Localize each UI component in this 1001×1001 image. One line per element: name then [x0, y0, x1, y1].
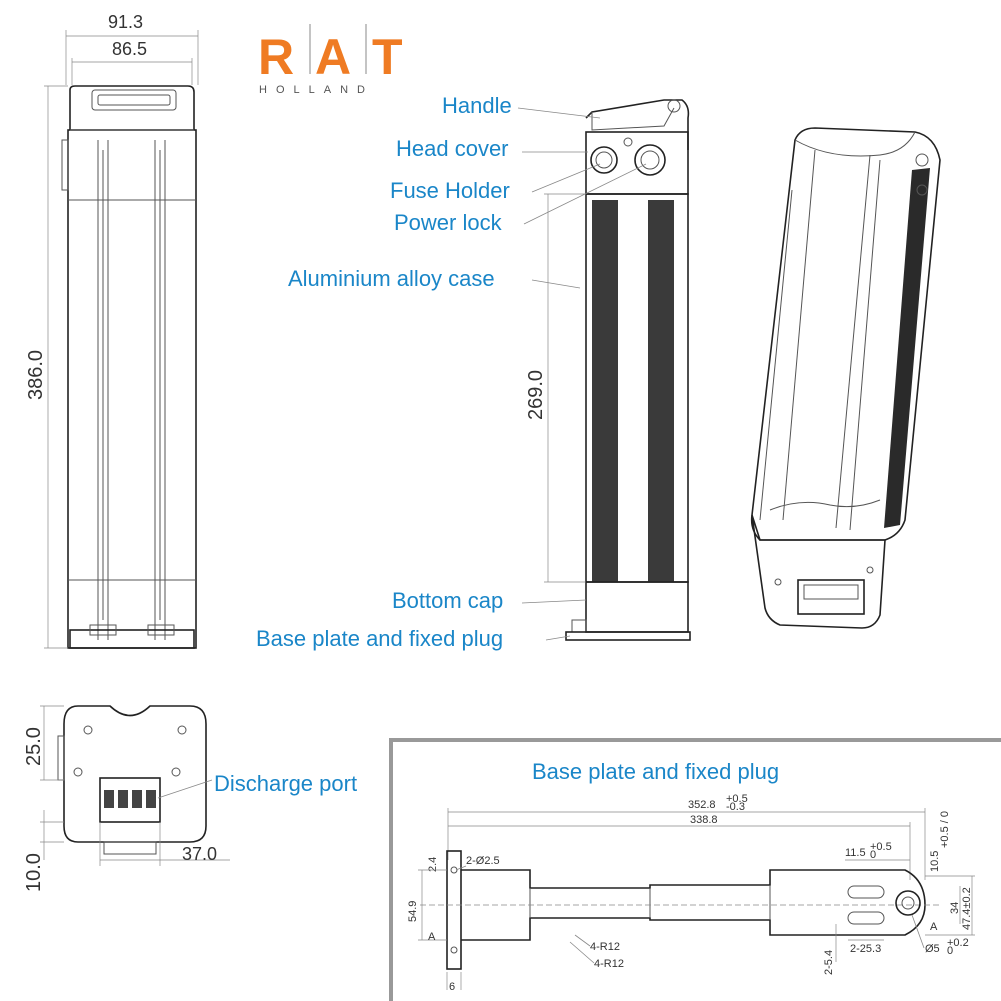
base-plate-detail: Base plate and fixed plug 352.8 +0.5 -0.… — [389, 738, 1001, 1001]
side-view: 269.0 Handle Head cover Fuse Holder Powe… — [256, 93, 691, 651]
len-total-tol-upper: +0.5 — [726, 793, 748, 805]
front-width-outer: 91.3 — [108, 12, 143, 32]
label-power-lock: Power lock — [394, 210, 503, 235]
logo-letter-a: A — [315, 29, 351, 85]
dim-11-5-tol-lower: 0 — [870, 849, 876, 861]
front-height: 386.0 — [25, 350, 47, 400]
case-dark-stripe-right — [648, 200, 674, 582]
front-width-inner: 86.5 — [112, 39, 147, 59]
dim-6: 6 — [449, 981, 455, 993]
radius-2: 4-R12 — [594, 958, 624, 970]
dim-37: 37.0 — [182, 844, 217, 864]
dim-5-tol-lower: 0 — [947, 945, 953, 957]
label-base-plate: Base plate and fixed plug — [256, 626, 503, 651]
label-head-cover: Head cover — [396, 136, 509, 161]
detail-title: Base plate and fixed plug — [532, 759, 779, 784]
dim-2-4: 2.4 — [427, 857, 439, 872]
label-fuse-holder: Fuse Holder — [390, 178, 510, 203]
dim-11-5: 11.5 — [845, 847, 866, 859]
section-a-right: A — [930, 921, 938, 933]
isometric-view — [750, 127, 941, 629]
label-aluminium-case: Aluminium alloy case — [288, 266, 495, 291]
dim-10-5: 10.5 — [929, 851, 941, 872]
logo-letter-r: R — [258, 29, 294, 85]
case-dark-stripe-left — [592, 200, 618, 582]
label-bottom-cap: Bottom cap — [392, 588, 503, 613]
dim-10-5-tol: +0.5 / 0 — [939, 811, 951, 848]
radius-1: 4-R12 — [590, 941, 620, 953]
dim-2-25-3: 2-25.3 — [850, 943, 881, 955]
bottom-view: Discharge port 25.0 10.0 37.0 — [23, 705, 357, 892]
logo-letter-t: T — [372, 29, 403, 85]
dim-11-5-tol-upper: +0.5 — [870, 841, 892, 853]
dim-2-5-4: 2-5.4 — [823, 950, 835, 975]
len-total-tol-lower: -0.3 — [726, 801, 745, 813]
rat-holland-logo: R A T HOLLAND — [258, 24, 403, 96]
label-discharge-port: Discharge port — [214, 771, 357, 796]
detail-frame — [389, 738, 1001, 1001]
section-a-left: A — [428, 931, 436, 943]
dim-5: Ø5 — [925, 943, 940, 955]
dim-10: 10.0 — [23, 853, 45, 892]
dim-25: 25.0 — [23, 727, 45, 766]
label-handle: Handle — [442, 93, 512, 118]
dim-54-9: 54.9 — [407, 901, 419, 922]
dim-34: 34 — [949, 902, 961, 914]
len-total: 352.8 — [688, 799, 716, 811]
len-inner: 338.8 — [690, 814, 718, 826]
dim-47-4: 47.4±0.2 — [961, 887, 973, 930]
logo-subtext: HOLLAND — [259, 84, 374, 96]
dim-5-tol-upper: +0.2 — [947, 937, 969, 949]
hole-label: 2-Ø2.5 — [466, 855, 500, 867]
front-view: 91.3 86.5 386.0 — [25, 12, 199, 649]
case-length: 269.0 — [525, 370, 547, 420]
